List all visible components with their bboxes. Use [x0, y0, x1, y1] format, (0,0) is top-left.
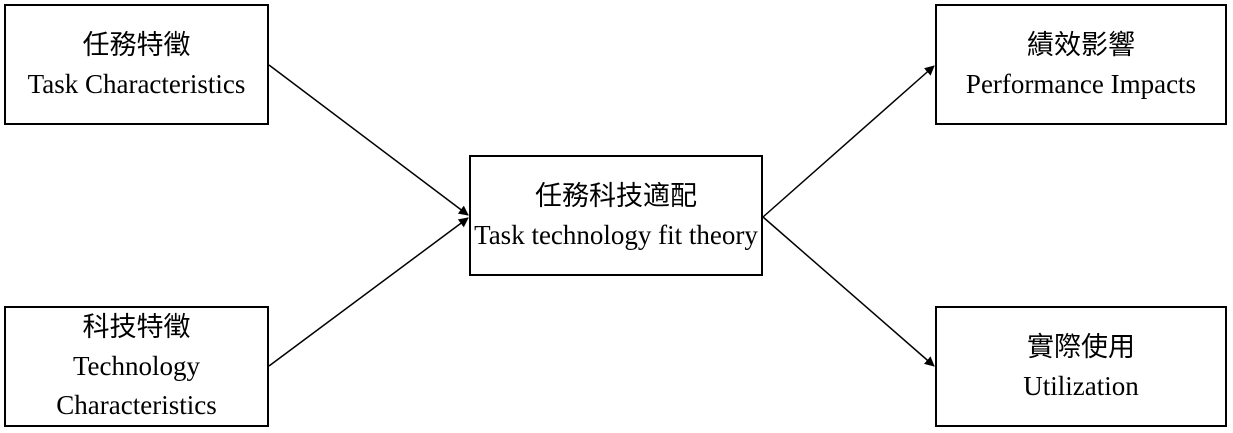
task-technology-fit-en-label: Task technology fit theory [474, 219, 758, 250]
performance-impacts-en-label: Performance Impacts [965, 68, 1197, 99]
edge-ttf-to-utilization [762, 216, 935, 367]
utilization-zh-label: 實際使用 [1027, 331, 1135, 362]
task-characteristics-box: 任務特徵 Task Characteristics [4, 4, 269, 125]
task-characteristics-en-label: Task Characteristics [27, 68, 246, 99]
performance-impacts-zh-label: 績效影響 [1027, 29, 1135, 60]
utilization-box: 實際使用 Utilization [935, 306, 1227, 427]
edge-ttf-to-performance [762, 65, 935, 218]
task-characteristics-zh-label: 任務特徵 [82, 29, 191, 60]
utilization-en-label: Utilization [1023, 370, 1139, 401]
technology-characteristics-zh-label: 科技特徵 [82, 312, 191, 342]
technology-characteristics-en-label-line1: Technology [72, 351, 201, 381]
technology-characteristics-en-label-line2: Characteristics [56, 390, 217, 420]
technology-characteristics-box: 科技特徵 Technology Characteristics [4, 306, 269, 427]
task-technology-fit-zh-label: 任務科技適配 [535, 180, 697, 211]
edge-technology-to-ttf [268, 217, 469, 367]
edge-task-to-ttf [268, 64, 469, 216]
task-technology-fit-box: 任務科技適配 Task technology fit theory [469, 155, 763, 276]
performance-impacts-box: 績效影響 Performance Impacts [935, 4, 1227, 125]
